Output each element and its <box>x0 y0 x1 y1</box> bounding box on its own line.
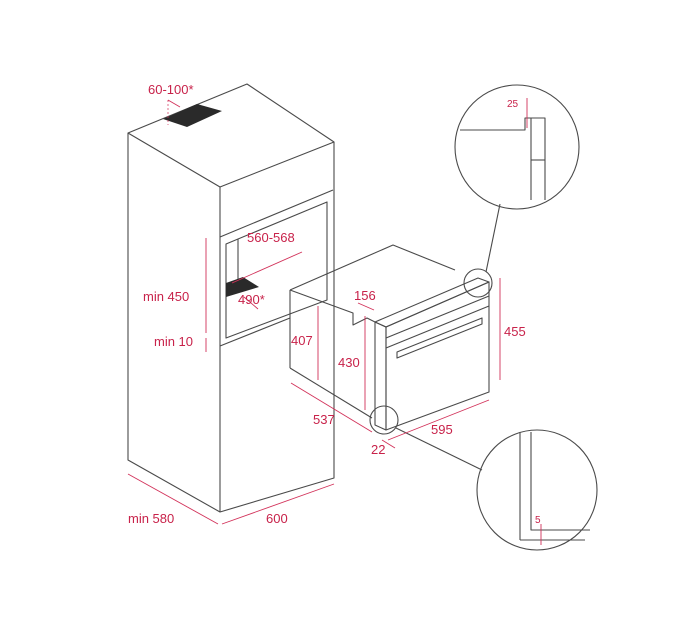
detail-callouts <box>369 84 598 551</box>
dim-top-vent: 60-100* <box>148 82 194 97</box>
dim-floor-gap: min 10 <box>154 334 194 349</box>
dim-oven-body-height: 407 <box>291 333 313 348</box>
dimension-lines <box>127 98 542 545</box>
dim-oven-step-height: 430 <box>338 355 360 370</box>
top-vent-opening <box>163 104 222 127</box>
dim-oven-width: 595 <box>431 422 453 437</box>
dim-front-offset: 22 <box>371 442 386 457</box>
dim-oven-front-height: 455 <box>504 324 526 339</box>
dim-cabinet-depth: min 580 <box>128 511 175 526</box>
dim-detail-bottom: 5 <box>535 515 541 526</box>
dim-cabinet-width: 600 <box>266 511 288 526</box>
dim-detail-top: 25 <box>507 99 519 110</box>
dim-oven-depth: 537 <box>313 412 335 427</box>
oven <box>289 244 490 431</box>
dim-niche-height: min 450 <box>143 289 190 304</box>
dim-bottom-vent: 490* <box>238 292 265 307</box>
dim-niche-width: 560-568 <box>247 230 295 245</box>
dim-oven-step-depth: 156 <box>354 288 376 303</box>
